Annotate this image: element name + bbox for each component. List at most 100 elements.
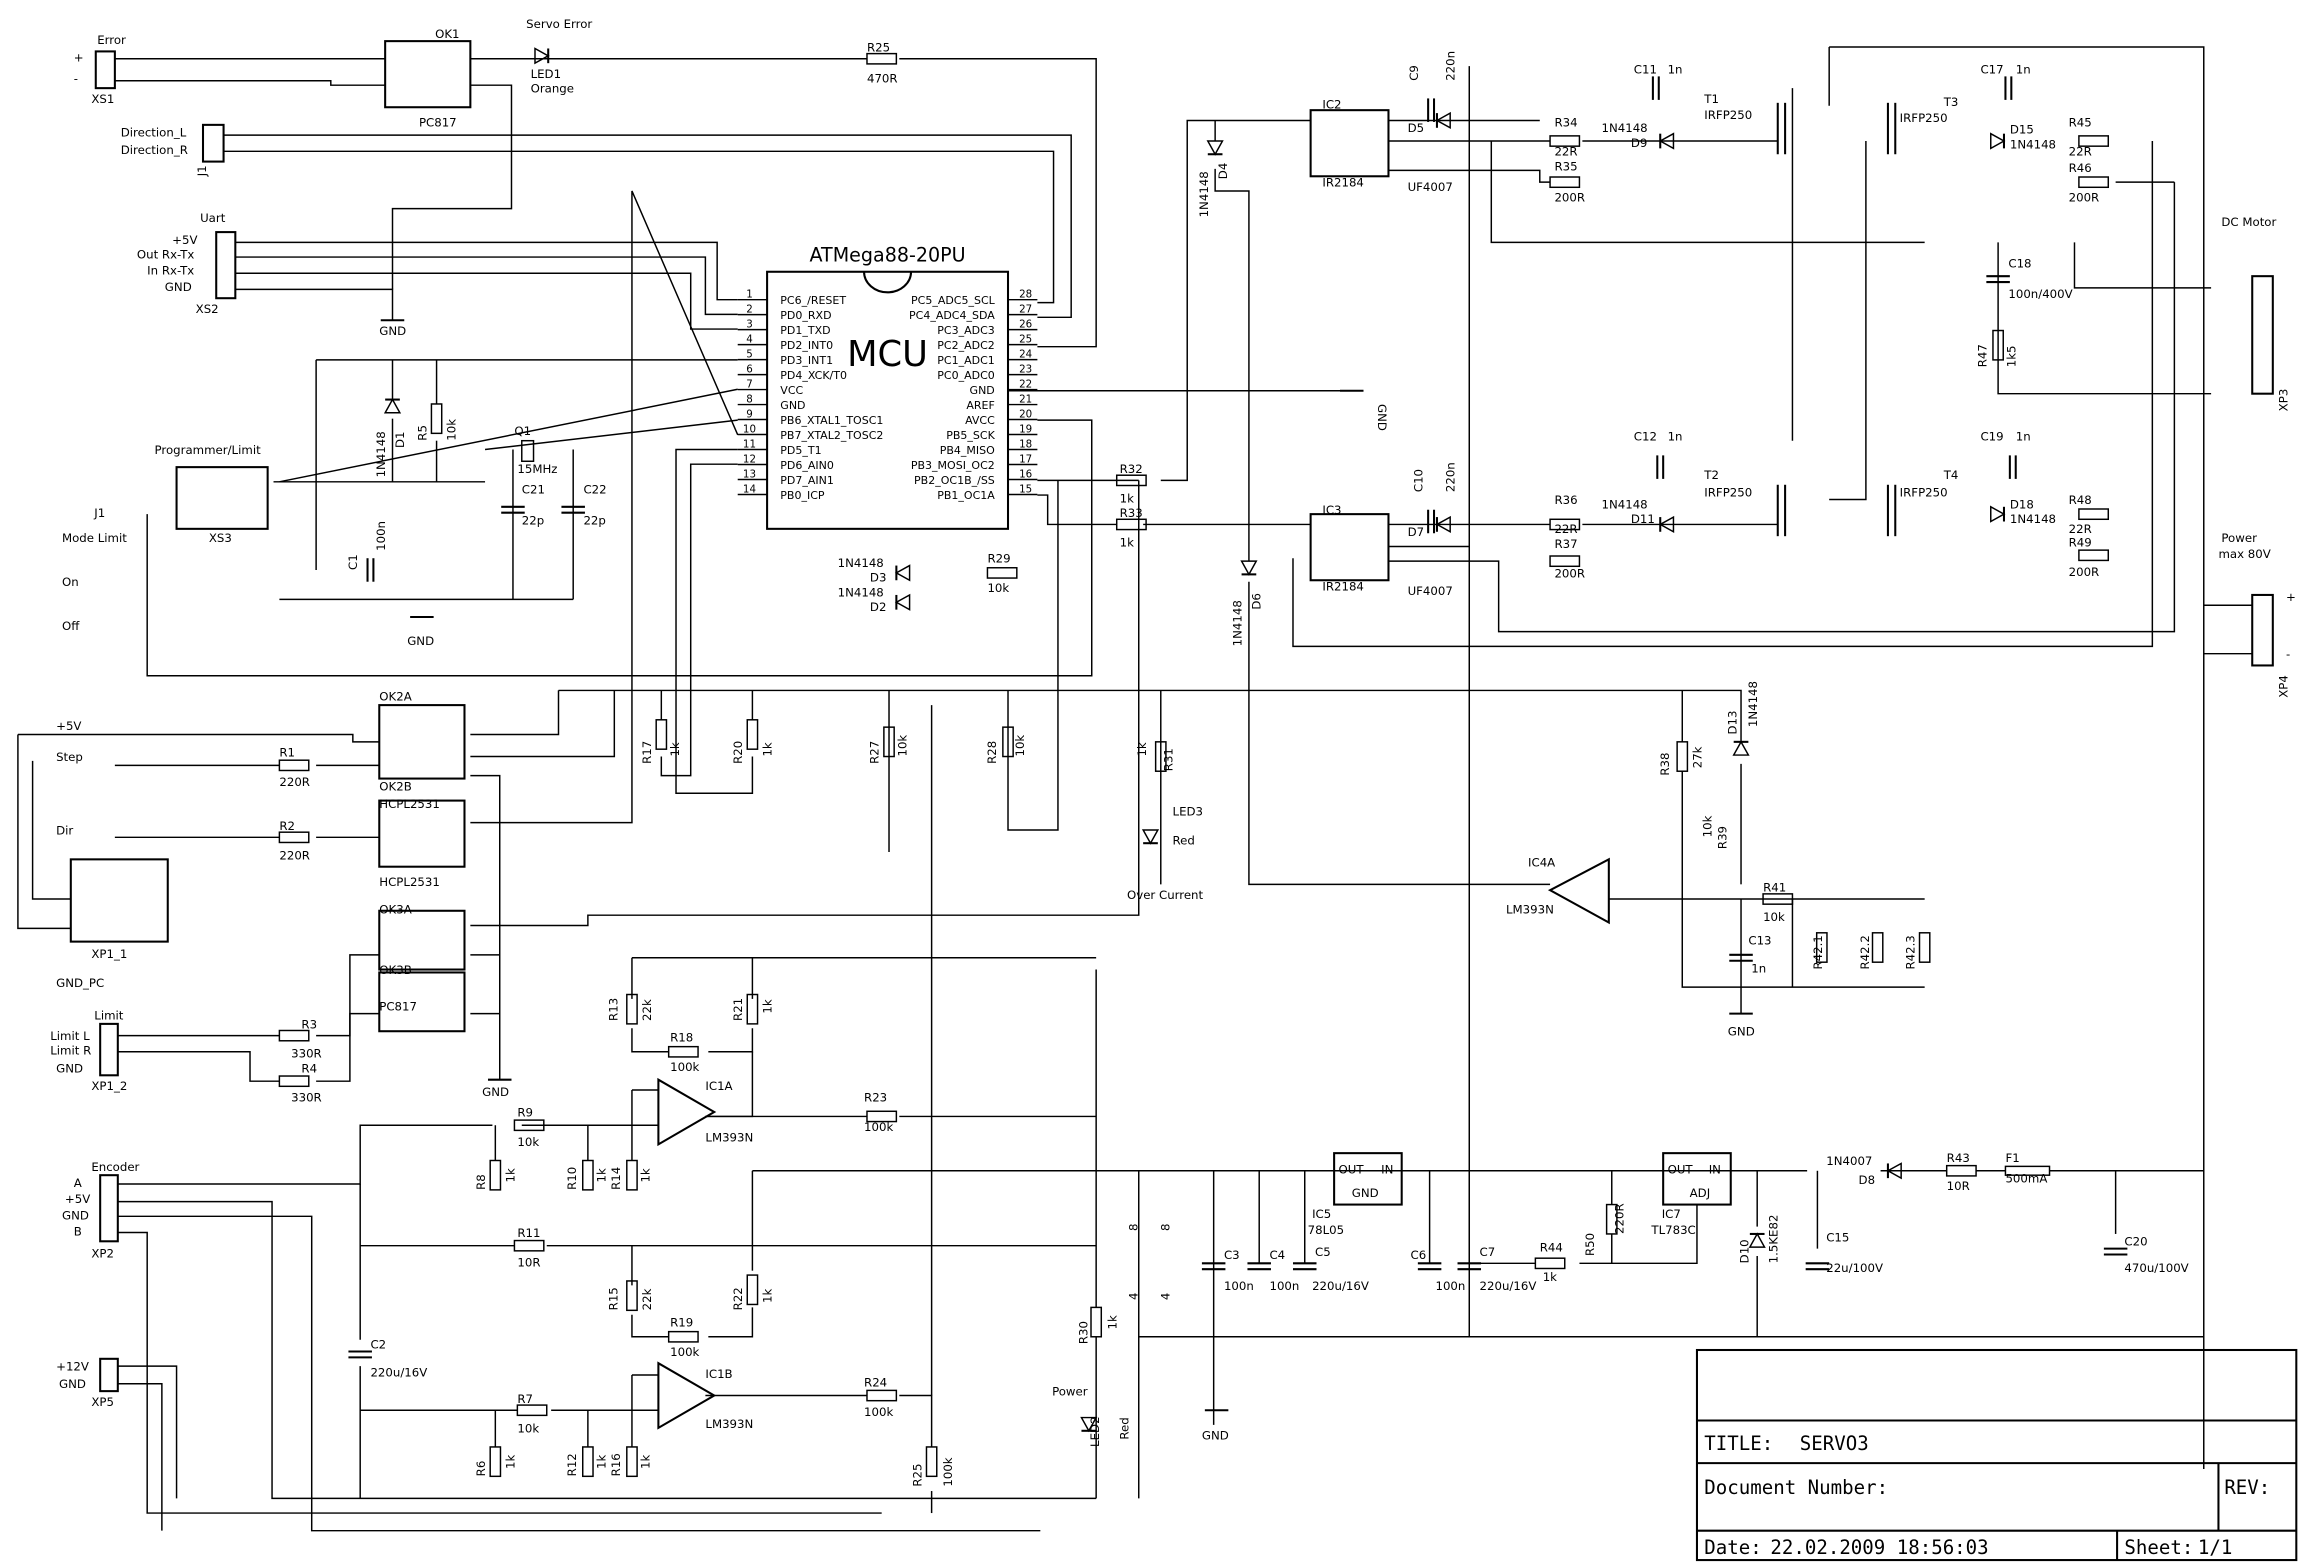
label-c19-v: 1n (2016, 430, 2031, 444)
wire (470, 690, 616, 758)
wire (708, 1028, 754, 1053)
label-uf1: UF4007 (1408, 180, 1453, 194)
label-xs1: XS1 (91, 92, 114, 106)
resistor (1154, 741, 1167, 772)
crystal-q1 (521, 439, 535, 462)
wire (470, 480, 1140, 927)
resistor (883, 726, 895, 758)
resistor (278, 1029, 310, 1042)
label-xp3: XP3 (2276, 389, 2290, 412)
label-r46: R46 (2069, 161, 2092, 175)
mcu-pin-name: PC2_ADC2 (937, 339, 995, 352)
label-c19: C19 (1980, 430, 2003, 444)
wire (223, 134, 1072, 319)
label-ic4a: IC4A (1528, 856, 1555, 870)
label-servo-error: Servo Error (526, 17, 592, 31)
label-ic7-in: IN (1709, 1163, 1721, 1177)
mcu-pin-number: 17 (1019, 453, 1032, 465)
label-r46-v: 200R (2069, 190, 2100, 204)
label-enc-a: A (74, 1176, 82, 1190)
label-ic3: IC3 (1322, 503, 1341, 517)
date-value: 22.02.2009 18:56:03 (1770, 1536, 1988, 1559)
label-r3: R3 (301, 1017, 317, 1031)
label-pin4a: 4 (1126, 1293, 1140, 1300)
label-q1: Q1 (514, 424, 531, 438)
wire (279, 388, 738, 483)
label-uart-5v: +5V (172, 233, 197, 247)
comparator-ic4a (1547, 857, 1610, 925)
mcu-pin-name: PC1_ADC1 (937, 354, 995, 367)
mcu-body (766, 270, 1010, 530)
label-gnd-pc: GND_PC (56, 976, 104, 990)
label-d6: D6 (1250, 593, 1264, 610)
resistor (746, 993, 759, 1025)
title-block-frame (1695, 1348, 2298, 1562)
label-ok3-part: PC817 (379, 1000, 417, 1014)
label-d8-v: 1N4007 (1826, 1154, 1872, 1168)
mcu-pin-name: PB6_XTAL1_TOSC1 (780, 414, 883, 427)
wire (117, 1231, 882, 1514)
label-r20-v: 1k (761, 742, 775, 756)
diode (1886, 1162, 1902, 1180)
wire (1829, 46, 2205, 1469)
wire (114, 80, 386, 86)
resistor (986, 567, 1018, 579)
label-r5: R5 (415, 425, 429, 441)
label-ic5: IC5 (1312, 1207, 1331, 1221)
driver-ic3 (1309, 513, 1390, 582)
label-gnd1: GND (379, 324, 406, 338)
label-led1-col: Orange (531, 82, 574, 96)
label-c3: C3 (1224, 1248, 1240, 1262)
label-r42-1: R42.1 (1811, 935, 1825, 969)
label-d18: D18 (2010, 497, 2034, 511)
resistor (1676, 741, 1689, 772)
label-r4-v: 330R (291, 1091, 322, 1105)
resistor (1549, 176, 1581, 189)
label-d10: D10 (1737, 1239, 1751, 1263)
label-r12: R12 (565, 1453, 579, 1476)
label-r44: R44 (1540, 1241, 1563, 1255)
wire (1388, 169, 1551, 183)
label-uart-gnd: GND (165, 280, 192, 294)
label-c9: C9 (1407, 65, 1421, 81)
label-enc-gnd: GND (62, 1208, 89, 1222)
label-d4-v: 1N4148 (1197, 171, 1211, 217)
label-r39: R39 (1715, 826, 1729, 849)
mcu-pin-number: 21 (1019, 393, 1032, 405)
resistor (626, 993, 638, 1025)
label-r44-v: 1k (1543, 1270, 1557, 1284)
mcu-pin-name: PC0_ADC0 (937, 369, 995, 382)
label-r16: R16 (609, 1453, 623, 1476)
label-ok3b: OK3B (379, 963, 412, 977)
diode (1658, 515, 1675, 534)
label-r14-v: 1k (639, 1168, 653, 1182)
label-xp2: XP2 (91, 1246, 114, 1260)
label-r1-v: 220R (279, 775, 310, 789)
resistor (2078, 508, 2110, 521)
resistor (1871, 932, 1884, 963)
label-ok1-part: PC817 (419, 115, 457, 129)
optocoupler-ok3b (378, 971, 466, 1033)
label-pin8b: 8 (1159, 1224, 1173, 1231)
wire (117, 1383, 163, 1531)
mcu-part-name: ATMega88-20PU (809, 243, 965, 266)
label-r26-v: 100k (941, 1457, 955, 1486)
label-r38: R38 (1658, 752, 1672, 775)
label-r1: R1 (279, 746, 295, 760)
label-r26: R25 (910, 1463, 924, 1486)
label-d8: D8 (1859, 1173, 1876, 1187)
label-r49: R49 (2069, 535, 2092, 549)
resistor (1918, 932, 1931, 963)
label-p5v: +5V (56, 719, 81, 733)
mcu-pin-name: PD3_INT1 (780, 354, 833, 367)
diode (1080, 1416, 1098, 1433)
diode (1748, 1232, 1766, 1248)
mcu-pin-name: PD0_RXD (780, 309, 831, 322)
resistor (1115, 474, 1147, 487)
components (69, 40, 2274, 1478)
opamp-ic1b (657, 1361, 717, 1430)
resistor (1002, 726, 1014, 758)
mcu-notch (863, 271, 913, 294)
mcu-pin-number: 7 (746, 378, 753, 390)
mcu-pin-number: 16 (1019, 468, 1032, 480)
